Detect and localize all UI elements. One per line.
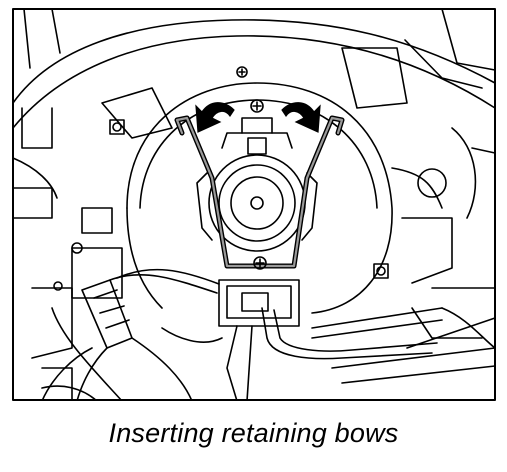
arrow-left-icon bbox=[195, 102, 235, 133]
figure-frame bbox=[12, 8, 496, 401]
bulb-holder bbox=[196, 117, 318, 252]
housing-outline bbox=[12, 8, 496, 401]
arrow-right-icon bbox=[281, 102, 321, 133]
cable-harness bbox=[41, 268, 220, 401]
right-wiring bbox=[311, 167, 496, 384]
retaining-bow bbox=[174, 115, 345, 269]
headlamp-diagram bbox=[12, 8, 496, 401]
screw-icon bbox=[53, 66, 389, 291]
connector-plug bbox=[161, 279, 438, 401]
figure-caption: Inserting retaining bows bbox=[108, 418, 399, 448]
